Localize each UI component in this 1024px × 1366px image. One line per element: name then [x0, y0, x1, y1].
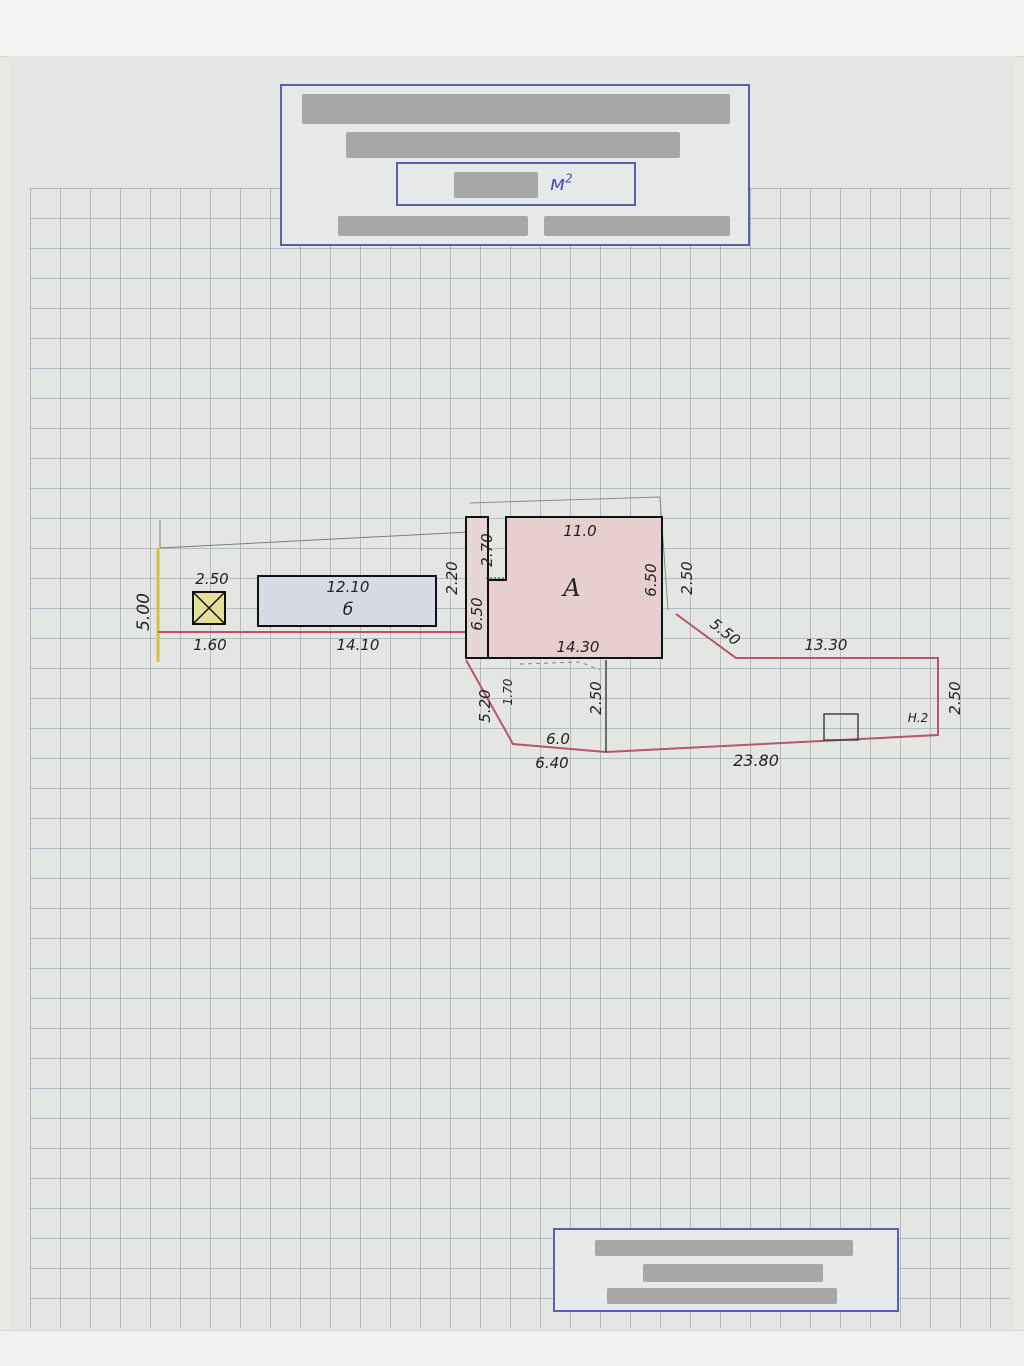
dim-lower-bottom-left: 6.40: [535, 754, 568, 772]
dim-fence-left: 14.10: [337, 636, 380, 654]
pencil-right-edge: [659, 496, 669, 611]
masking-tape-bottom: [0, 1330, 1024, 1366]
dim-a-top: 11.0: [563, 522, 596, 540]
header-stamp: м2: [280, 84, 750, 246]
dim-right-end: 2.50: [946, 681, 964, 714]
dim-shed-length: 12.10: [327, 578, 370, 596]
dim-a-notch-top: 2.70: [478, 533, 496, 566]
dim-slope-diag: 5.50: [706, 615, 743, 650]
dim-lower-bottom-right: 23.80: [733, 751, 779, 770]
building-b-label: б: [343, 600, 353, 620]
dim-left-height: 5.00: [134, 593, 154, 631]
building-a-annex: [465, 516, 489, 659]
dim-a-notch-side: 6.50: [468, 597, 486, 630]
fence-right-polyline: [465, 613, 939, 754]
dim-a-right: 6.50: [642, 563, 660, 596]
redacted-line-2: [346, 132, 680, 158]
redacted-line-3: [338, 216, 528, 236]
dim-lower-inner-bottom: 6.0: [546, 730, 570, 748]
dim-lower-diag: 5.20: [476, 689, 494, 722]
redacted-footer-2: [643, 1264, 823, 1282]
dim-slope-top: 2.50: [678, 561, 696, 594]
footer-stamp: [553, 1228, 899, 1312]
dim-lower-mid: 2.50: [587, 681, 605, 714]
redacted-line-1: [302, 94, 730, 124]
area-box: м2: [396, 162, 636, 206]
lower-dashed-steps: [519, 661, 601, 671]
graph-paper-grid: [30, 188, 1010, 1328]
pencil-boundary-a-top: [469, 496, 661, 504]
redacted-line-4: [544, 216, 730, 236]
feature-label: Н.2: [908, 711, 928, 725]
dim-well-width: 2.50: [195, 570, 228, 588]
small-outbuilding: [823, 713, 859, 741]
dim-shed-gap: 2.20: [443, 561, 461, 594]
redacted-footer-3: [607, 1288, 837, 1304]
building-a-label: А: [561, 574, 581, 602]
redacted-area-value: [454, 172, 538, 198]
area-unit-label: м2: [550, 171, 573, 195]
redacted-footer-1: [595, 1240, 853, 1256]
building-b: [257, 575, 437, 627]
dim-well-offset: 1.60: [193, 636, 226, 654]
dim-right-top: 13.30: [805, 636, 848, 654]
pencil-boundary-top: [159, 531, 471, 549]
dim-a-bottom: 14.30: [557, 638, 600, 656]
dim-lower-inner: 1.70: [501, 678, 515, 705]
well-cross-2: [192, 591, 226, 625]
